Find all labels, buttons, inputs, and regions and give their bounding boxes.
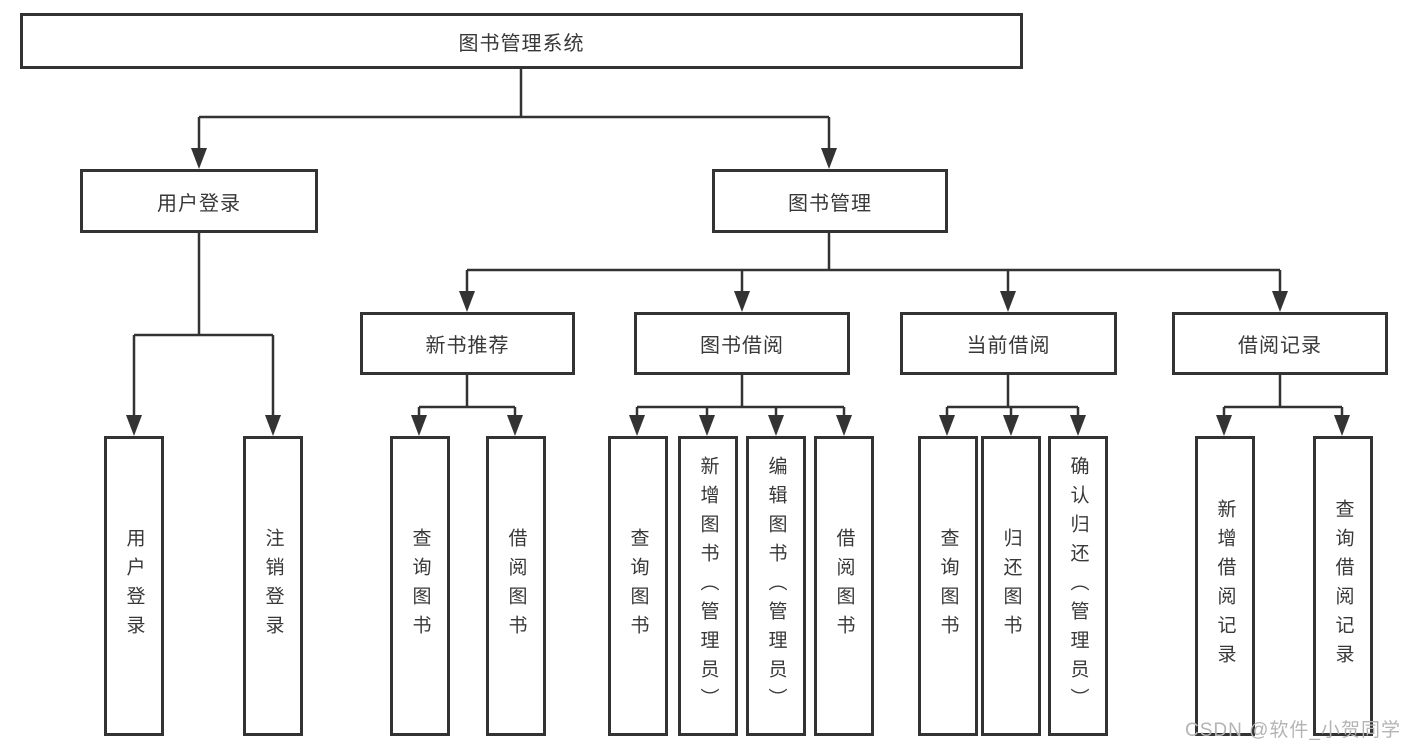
leaf-label: 查询图书 xyxy=(627,528,649,644)
leaf-return-books: 归还图书 xyxy=(981,436,1041,736)
leaf-query-books-current: 查询图书 xyxy=(918,436,978,736)
leaf-edit-books-admin: 编辑图书（管理员） xyxy=(746,436,806,736)
leaf-query-books-recommend: 查询图书 xyxy=(390,436,450,736)
leaf-label: 注销登录 xyxy=(262,528,284,644)
leaf-label: 新增图书（管理员） xyxy=(697,455,719,717)
leaf-add-books-admin: 新增图书（管理员） xyxy=(678,436,738,736)
leaf-add-borrow-record: 新增借阅记录 xyxy=(1195,436,1255,736)
leaf-label: 编辑图书（管理员） xyxy=(765,455,787,717)
node-new-book-recommend: 新书推荐 xyxy=(360,312,575,375)
leaf-label: 新增借阅记录 xyxy=(1214,499,1236,673)
node-user-login: 用户登录 xyxy=(80,169,318,233)
node-current-borrowing: 当前借阅 xyxy=(900,312,1117,375)
leaf-label: 查询图书 xyxy=(409,528,431,644)
node-book-borrowing: 图书借阅 xyxy=(634,312,850,375)
leaf-label: 查询图书 xyxy=(937,528,959,644)
leaf-label: 确认归还（管理员） xyxy=(1067,455,1089,717)
leaf-query-books-borrowing: 查询图书 xyxy=(608,436,668,736)
arrowhead-icons xyxy=(126,148,1350,436)
leaf-borrow-books-recommend: 借阅图书 xyxy=(486,436,546,736)
node-book-management: 图书管理 xyxy=(712,169,948,233)
csdn-watermark: CSDN @软件_小贺同学 xyxy=(1185,720,1401,741)
leaf-borrow-books-borrowing: 借阅图书 xyxy=(814,436,874,736)
leaf-user-login: 用户登录 xyxy=(104,436,164,736)
leaf-label: 查询借阅记录 xyxy=(1332,499,1354,673)
leaf-label: 借阅图书 xyxy=(505,528,527,644)
tree-edges xyxy=(132,68,1344,419)
node-borrow-records: 借阅记录 xyxy=(1172,312,1388,375)
node-root-system: 图书管理系统 xyxy=(20,13,1023,69)
leaf-label: 归还图书 xyxy=(1000,528,1022,644)
leaf-confirm-return-admin: 确认归还（管理员） xyxy=(1048,436,1108,736)
leaf-label: 借阅图书 xyxy=(833,528,855,644)
leaf-logout-login: 注销登录 xyxy=(243,436,303,736)
leaf-label: 用户登录 xyxy=(123,528,145,644)
leaf-query-borrow-record: 查询借阅记录 xyxy=(1313,436,1373,736)
